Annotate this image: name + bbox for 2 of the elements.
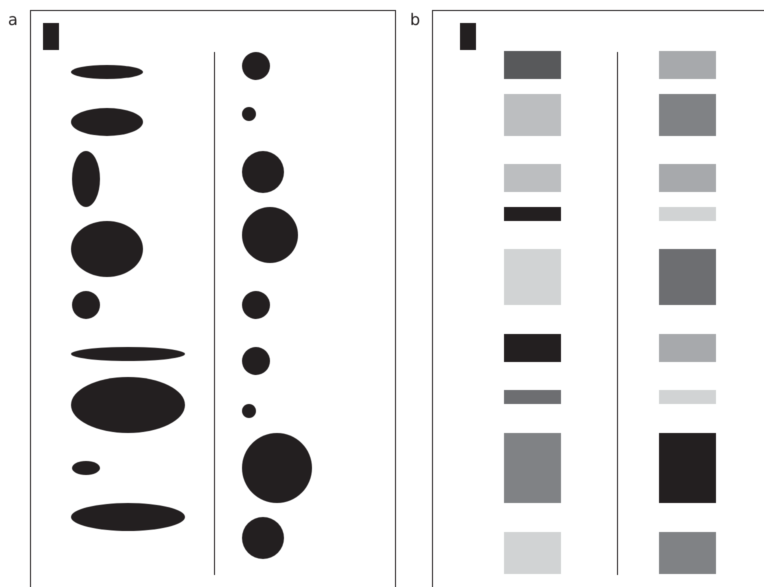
panel-letter: a [8,12,18,28]
panel-letter: b [410,12,420,28]
